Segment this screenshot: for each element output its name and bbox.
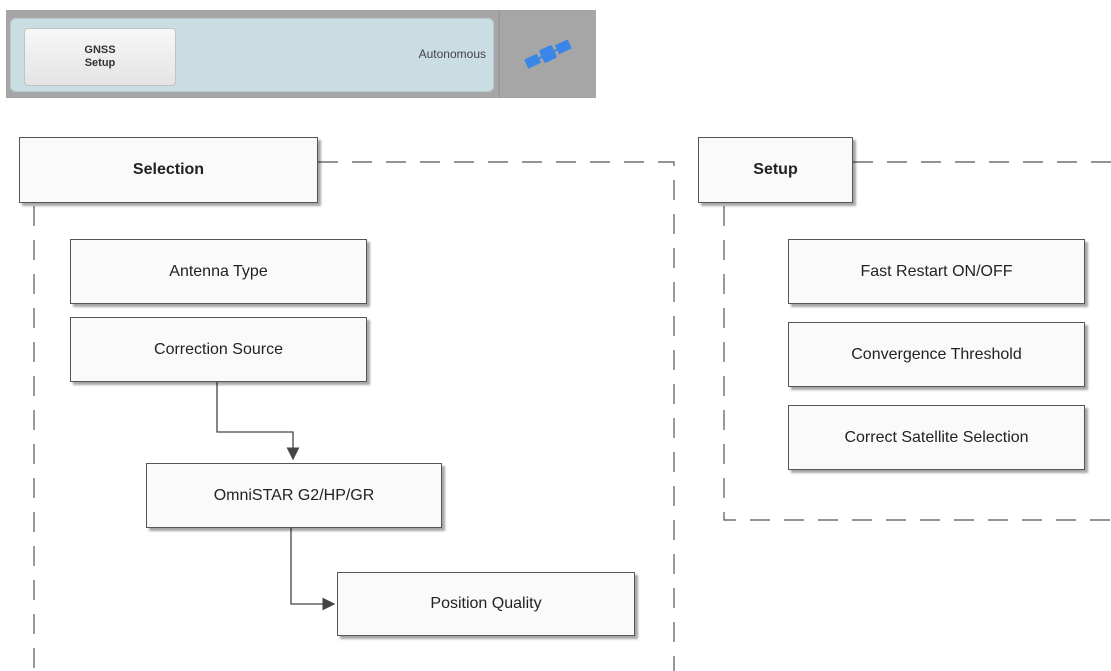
gnss-status-panel: GNSS Setup Autonomous	[10, 18, 494, 92]
satellite-selection-label: Correct Satellite Selection	[844, 428, 1029, 446]
satellite-icon[interactable]	[522, 36, 574, 72]
gnss-toolbar: GNSS Setup Autonomous	[6, 10, 596, 98]
position-quality-box[interactable]: Position Quality	[337, 572, 635, 636]
satellite-selection-box[interactable]: Correct Satellite Selection	[788, 405, 1085, 470]
positioning-mode-label: Autonomous	[418, 47, 486, 61]
fast-restart-label: Fast Restart ON/OFF	[860, 262, 1013, 280]
correction-source-box[interactable]: Correction Source	[70, 317, 367, 382]
omnistar-box[interactable]: OmniSTAR G2/HP/GR	[146, 463, 442, 528]
position-quality-label: Position Quality	[430, 595, 542, 612]
selection-group-boundary	[33, 161, 675, 671]
gnss-setup-button-label: GNSS Setup	[84, 44, 116, 69]
setup-header-label: Setup	[753, 161, 798, 178]
fast-restart-box[interactable]: Fast Restart ON/OFF	[788, 239, 1085, 304]
omnistar-to-position-quality-connector	[290, 528, 336, 611]
convergence-threshold-label: Convergence Threshold	[851, 345, 1022, 363]
selection-header-label: Selection	[132, 161, 205, 178]
toolbar-divider	[498, 10, 500, 98]
gnss-setup-button[interactable]: GNSS Setup	[24, 28, 176, 86]
antenna-type-box[interactable]: Antenna Type	[70, 239, 367, 304]
antenna-type-label: Antenna Type	[169, 262, 268, 280]
omnistar-label: OmniSTAR G2/HP/GR	[213, 486, 375, 504]
setup-header: Setup	[698, 137, 853, 203]
correction-source-to-omnistar-connector	[216, 382, 300, 461]
selection-header: Selection	[19, 137, 318, 203]
correction-source-label: Correction Source	[154, 340, 283, 358]
convergence-threshold-box[interactable]: Convergence Threshold	[788, 322, 1085, 387]
setup-group-boundary	[723, 161, 1111, 521]
